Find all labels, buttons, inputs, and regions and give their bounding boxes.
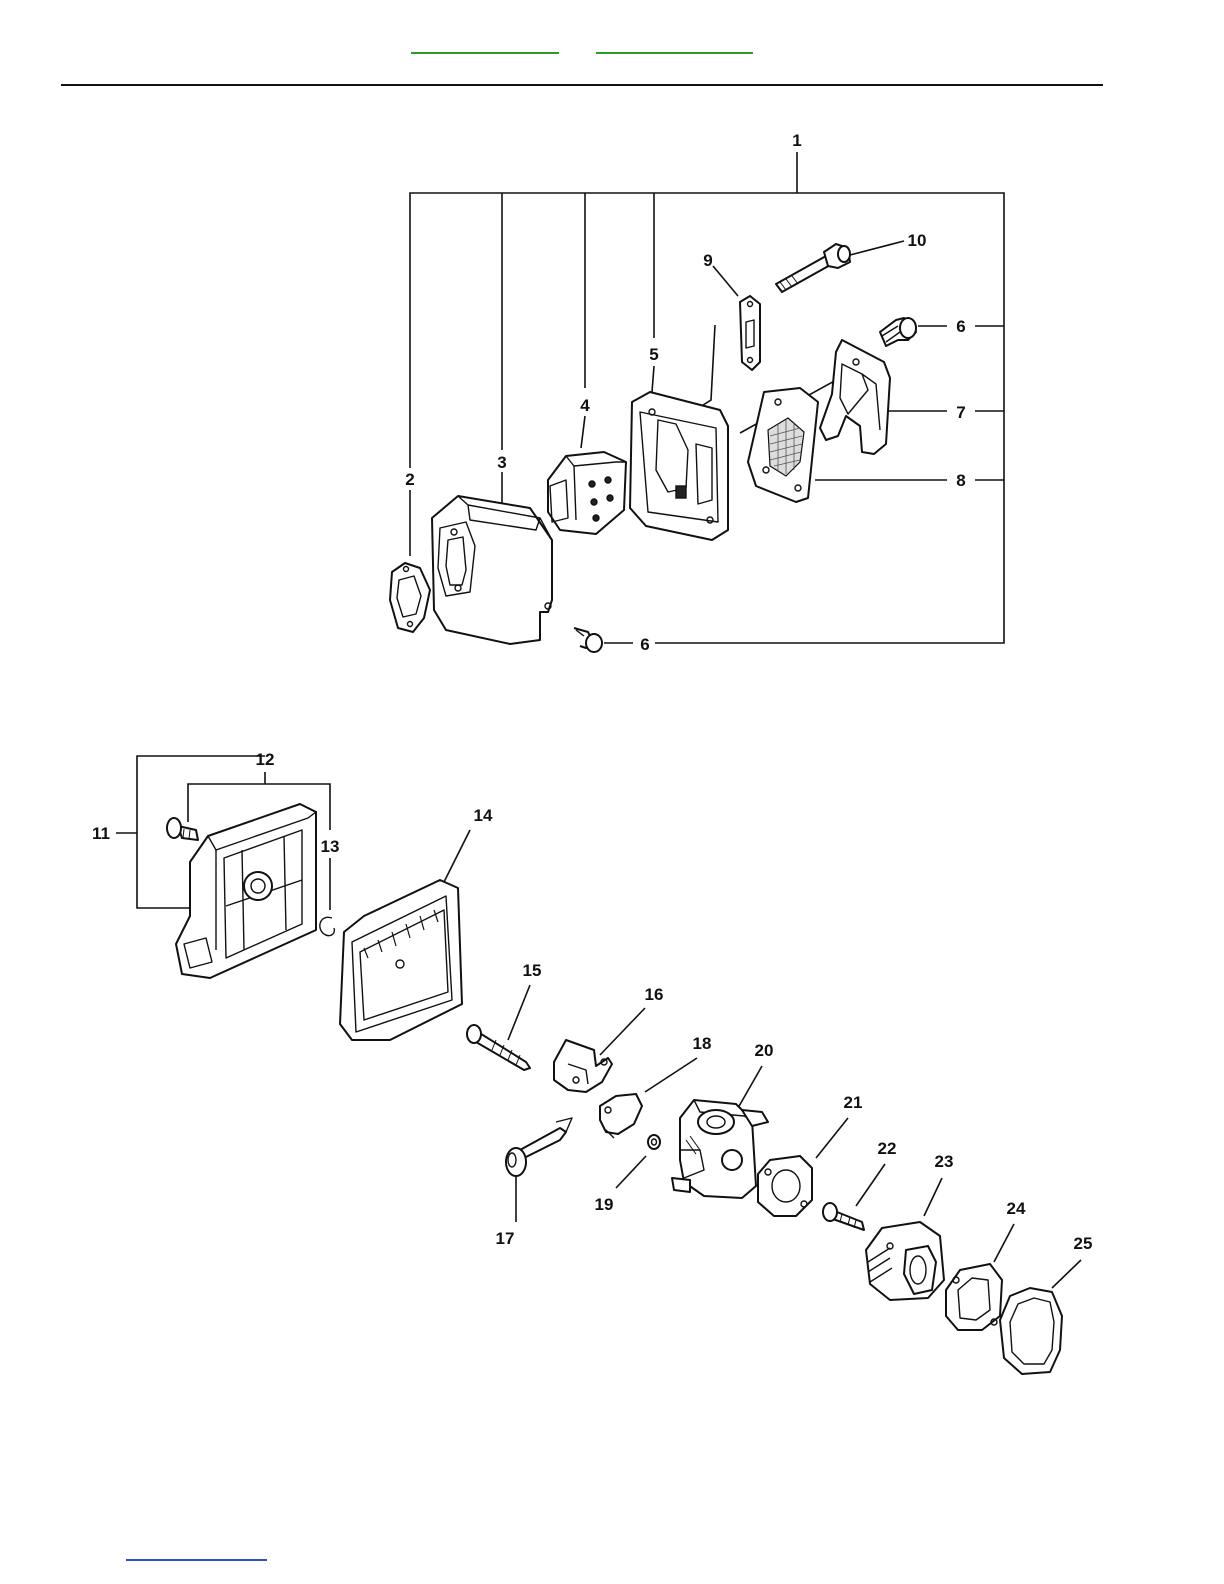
footer-link[interactable] [126,1545,267,1561]
part-muffler-gasket [390,563,430,632]
callout-16: 16 [645,985,664,1004]
callout-19: 19 [595,1195,614,1214]
callout-14: 14 [474,806,493,825]
callout-18: 18 [693,1034,712,1053]
part-carburetor-bracket [554,1040,612,1092]
part-carburetor-gasket [758,1156,812,1216]
part-carburetor [672,1100,768,1198]
callout-22: 22 [878,1139,897,1158]
part-muffler-baffle [548,452,626,534]
part-screw-top [880,318,916,346]
part-muffler-bolt [776,244,850,292]
part-washer [648,1135,660,1149]
part-air-cleaner-bolt [167,818,198,840]
callout-5: 5 [649,345,658,364]
part-choke-knob [506,1118,572,1176]
part-muffler-cover [630,392,728,540]
callout-10: 10 [908,231,927,250]
part-long-bolt [467,1025,530,1070]
callout-4: 4 [580,396,590,415]
part-insulator [866,1222,944,1300]
callout-2: 2 [405,470,414,489]
callout-6-top: 6 [956,317,965,336]
callout-6-bottom: 6 [640,635,649,654]
callout-15: 15 [523,961,542,980]
callout-9: 9 [703,251,712,270]
callout-20: 20 [755,1041,774,1060]
part-insulator-bolt [823,1203,864,1230]
part-muffler-bracket [820,340,890,454]
part-gasket-ring [1000,1288,1062,1374]
callout-8: 8 [956,471,965,490]
callout-12: 12 [256,750,275,769]
part-choke-plate [600,1094,642,1138]
part-spark-screen [748,388,818,502]
part-muffler-plate [740,296,760,370]
part-insulator-gasket [946,1264,1002,1330]
part-screw-bottom [574,628,602,652]
callout-3: 3 [497,453,506,472]
callout-23: 23 [935,1152,954,1171]
callout-7: 7 [956,403,965,422]
callout-11: 11 [92,824,110,843]
part-clip [320,917,335,935]
callout-24: 24 [1007,1199,1026,1218]
callout-21: 21 [844,1093,863,1112]
callout-1: 1 [792,131,801,150]
callout-17: 17 [496,1229,515,1248]
callout-13: 13 [321,837,340,856]
callout-25: 25 [1074,1234,1093,1253]
part-air-filter [340,880,462,1040]
part-muffler-body [432,496,552,644]
